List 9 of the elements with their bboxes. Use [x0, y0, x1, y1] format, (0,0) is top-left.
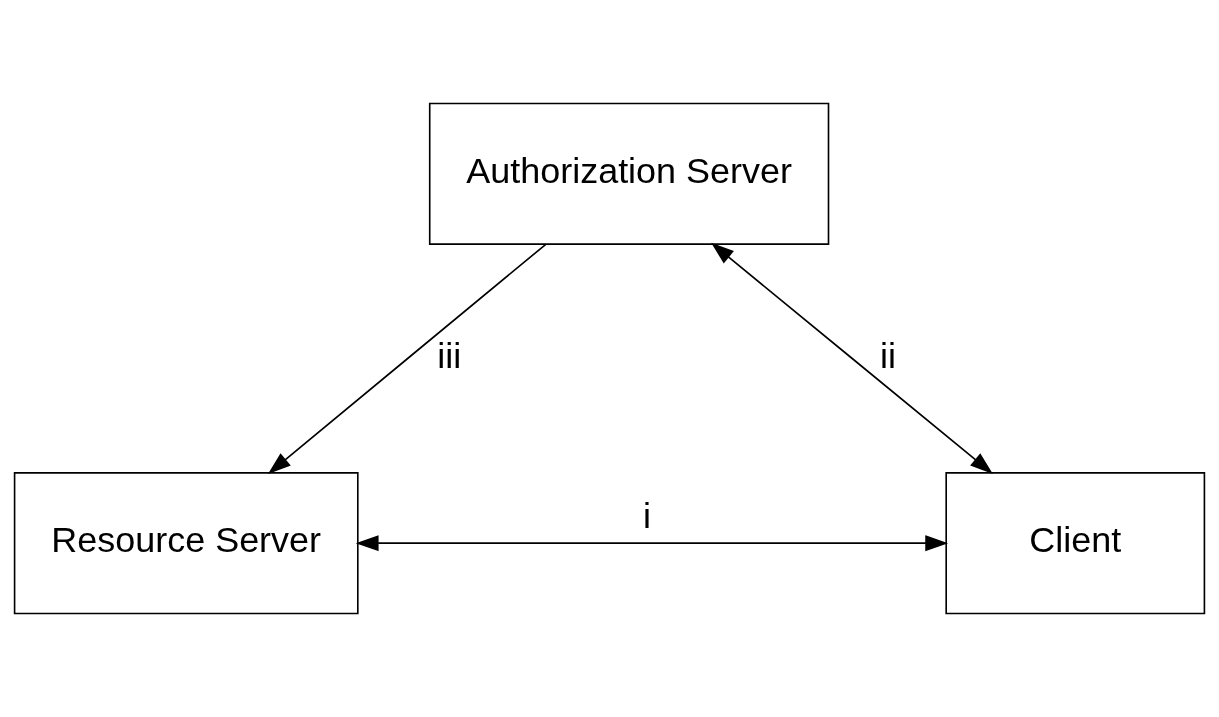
arrow [711, 242, 993, 474]
node-box: Resource Server [13, 472, 359, 615]
arrow [355, 535, 949, 552]
node-box: Authorization Server [428, 102, 830, 245]
edge-label: iii [437, 334, 462, 376]
edge-label: i [643, 494, 651, 536]
node-box: Client [945, 472, 1206, 615]
edge-label: ii [880, 334, 897, 376]
arrow [267, 243, 547, 474]
